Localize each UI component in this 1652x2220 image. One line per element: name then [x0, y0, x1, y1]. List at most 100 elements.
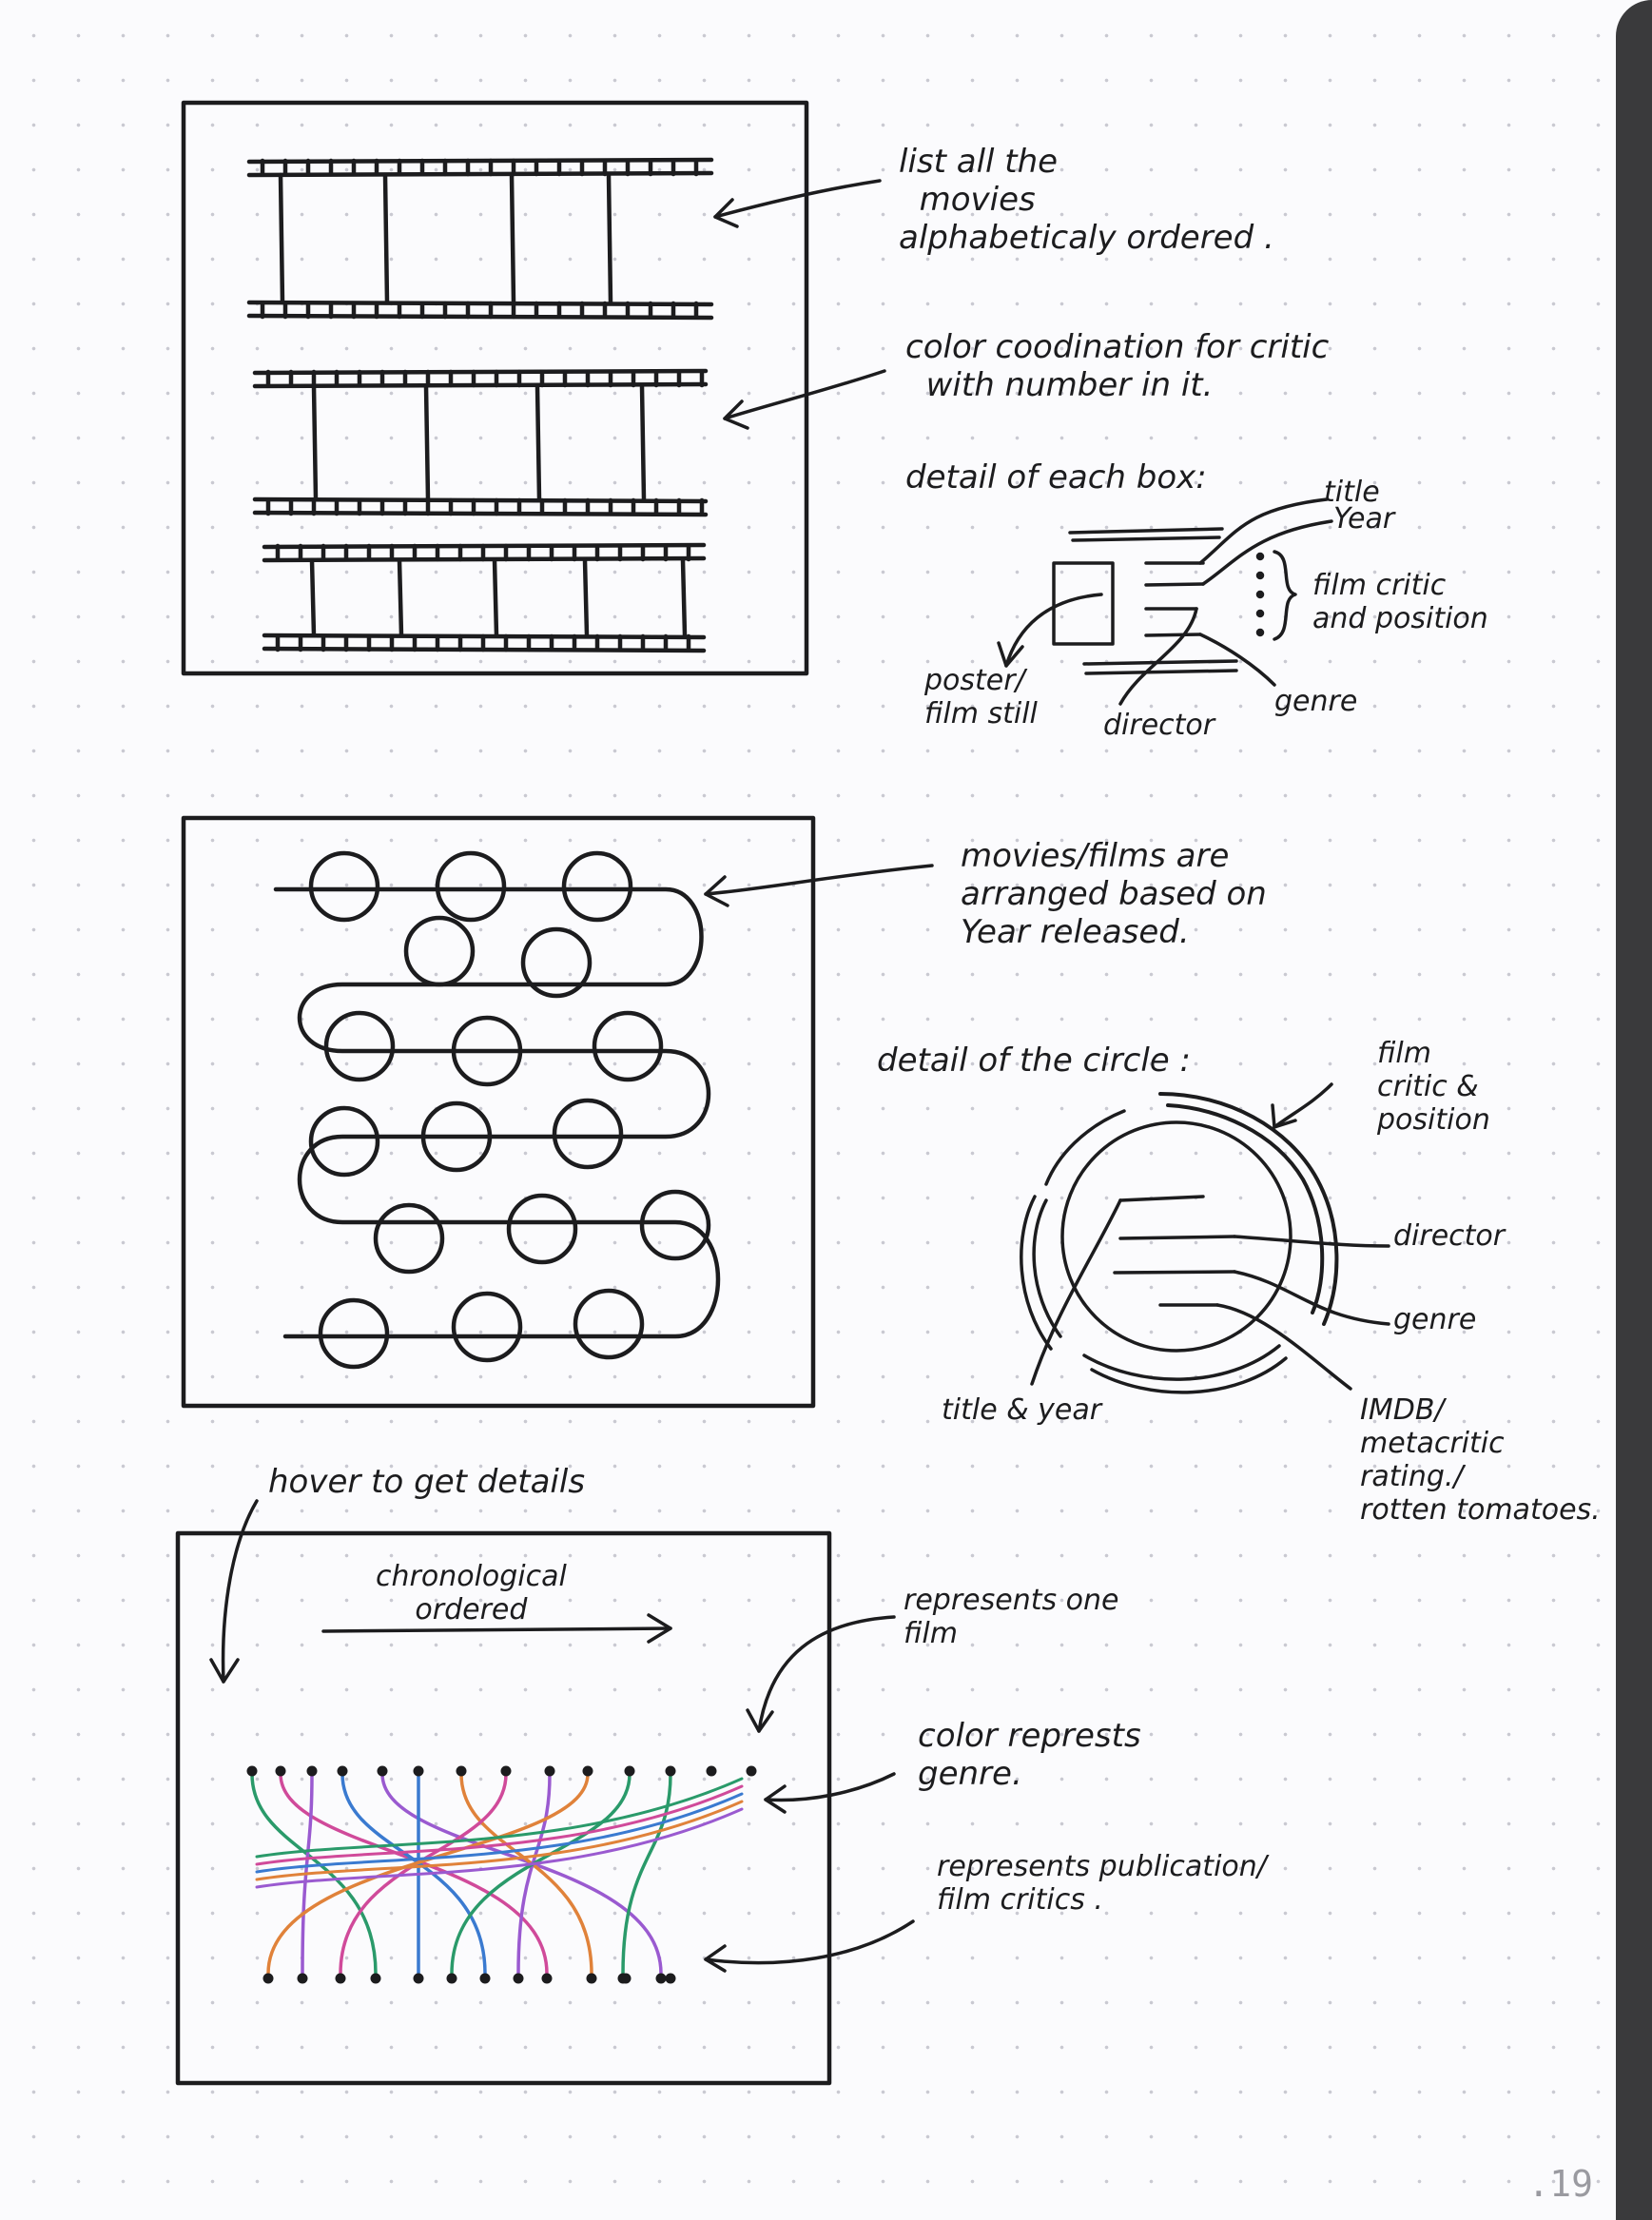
hover-arrow-head [209, 1658, 240, 1684]
film-circle [561, 850, 633, 923]
cross-link-line [255, 1784, 744, 1866]
label-title-year: title & year [942, 1393, 1102, 1427]
chrono-arrow-head [647, 1613, 672, 1644]
strip-edge [246, 170, 714, 178]
arrow-to-strip-1 [713, 179, 882, 219]
frame-divider [311, 383, 319, 502]
note-one-film: represents one film [904, 1584, 1119, 1650]
label-poster: poster/ film still [924, 664, 1038, 730]
chrono-arrow [321, 1626, 672, 1633]
film-link-line [621, 1772, 672, 1976]
film-endpoint-dot [544, 1765, 555, 1777]
critic-endpoint-dot [446, 1973, 457, 1984]
film-endpoint-dot [746, 1765, 757, 1777]
film-strip-2 [252, 368, 709, 517]
film-circle [639, 1189, 711, 1261]
frame-divider [423, 383, 431, 502]
arrow-head-1 [713, 198, 739, 228]
panel-parallel-lines [175, 1530, 832, 2086]
critic-endpoint-dot [586, 1973, 597, 1984]
label-year: Year [1333, 502, 1395, 536]
arrow-head-3 [704, 875, 729, 907]
label-circle-director: director [1393, 1219, 1506, 1253]
film-endpoint-dot [456, 1765, 467, 1777]
critic-endpoint-dot [479, 1973, 491, 1984]
film-circle [592, 1010, 664, 1082]
film-endpoint-dot [500, 1765, 512, 1777]
note-color-genre: color represts genre. [918, 1717, 1141, 1793]
frame-divider [534, 383, 542, 502]
arrow-head-2 [723, 399, 749, 430]
cross-link-line [255, 1777, 744, 1859]
film-endpoint-dot [275, 1765, 286, 1777]
strip-edge [252, 381, 709, 389]
film-strip-1 [246, 157, 714, 321]
detail-box-diagram [997, 497, 1333, 706]
film-endpoint-dot [665, 1765, 676, 1777]
film-endpoint-dot [706, 1765, 717, 1777]
film-link-line [516, 1772, 552, 1976]
film-endpoint-dot [582, 1765, 593, 1777]
cross-link-line [255, 1792, 744, 1874]
critic-endpoint-dot [335, 1973, 346, 1984]
film-strip-rows [246, 157, 714, 653]
film-endpoint-dot [377, 1765, 388, 1777]
film-circle [520, 926, 593, 999]
frame-divider [680, 557, 688, 638]
frame-divider [492, 557, 499, 638]
cross-link-line [255, 1807, 744, 1889]
note-color-coordination: color coodination for critic with number… [905, 328, 1330, 404]
film-circle [323, 1010, 396, 1082]
film-circle [451, 1291, 523, 1363]
detail-box-heading: detail of each box: [905, 458, 1207, 497]
hover-arrow [221, 1499, 259, 1684]
critic-endpoint-dot [655, 1973, 667, 1984]
film-endpoint-dot [246, 1765, 258, 1777]
film-endpoint-dot [413, 1765, 424, 1777]
film-circle [318, 1297, 390, 1370]
strip-edge [252, 510, 709, 517]
film-link-line [459, 1772, 593, 1976]
critic-endpoint-dot [370, 1973, 381, 1984]
film-circle [506, 1193, 578, 1265]
frame-divider [582, 557, 590, 638]
arrow-to-strip-2 [723, 369, 886, 420]
cross-link-line [255, 1800, 744, 1881]
label-director: director [1103, 709, 1215, 742]
label-genre: genre [1274, 685, 1358, 718]
strip-edge [246, 313, 714, 321]
strip-edge [252, 497, 709, 504]
film-circle [420, 1100, 493, 1173]
label-rating: IMDB/ metacritic rating./ rotten tomatoe… [1360, 1393, 1601, 1527]
arrow-genre [764, 1772, 896, 1802]
strip-edge [252, 368, 709, 376]
detail-circle-diagram [1020, 1082, 1390, 1394]
film-circle [435, 850, 507, 923]
panel-circle-timeline [181, 815, 816, 1409]
frame-divider [278, 172, 285, 305]
frame-divider [606, 172, 613, 305]
critic-endpoint-dot [297, 1973, 308, 1984]
critic-endpoint-dot [541, 1973, 553, 1984]
note-arranged-by-year: movies/films are arranged based on Year … [961, 837, 1267, 951]
parallel-coordinate-links [246, 1765, 757, 1984]
notebook-edge [1616, 0, 1652, 2220]
film-circle [308, 1105, 380, 1178]
arrow-head-5 [764, 1784, 787, 1814]
critic-endpoint-dot [413, 1973, 424, 1984]
critic-endpoint-dot [665, 1973, 676, 1984]
film-circle [373, 1202, 445, 1275]
arrow-head-4 [746, 1708, 774, 1733]
strip-edge [246, 300, 714, 307]
note-hover-details: hover to get details [268, 1463, 586, 1501]
arrow-publication [704, 1919, 915, 1965]
film-circle [573, 1288, 645, 1360]
arrow-head-6 [704, 1944, 727, 1973]
label-film-critic: film critic and position [1312, 569, 1488, 635]
detail-circle-heading: detail of the circle : [877, 1042, 1191, 1080]
frame-divider [509, 172, 516, 305]
film-link-line [380, 1772, 663, 1976]
label-circle-critic: film critic & position [1377, 1037, 1490, 1137]
frame-divider [639, 383, 647, 502]
